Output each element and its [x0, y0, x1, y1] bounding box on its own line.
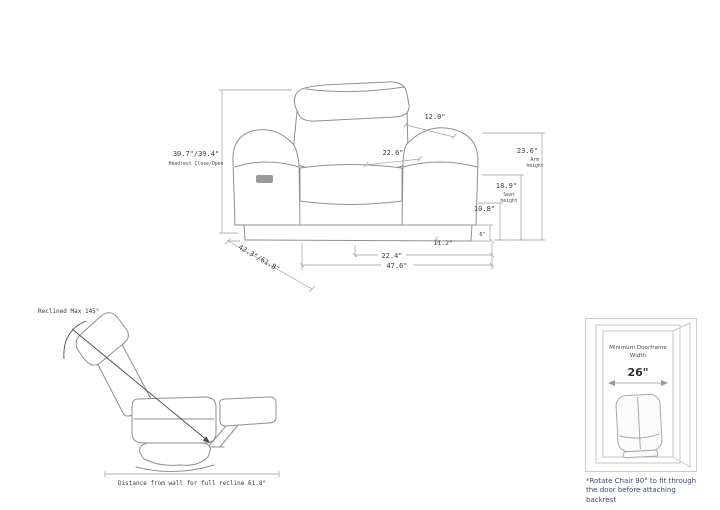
dim-overall-depth: 42.3"/61.8": [237, 243, 281, 273]
right-arm: [401, 127, 479, 226]
door-width-arrow: [608, 380, 668, 386]
wall-distance-line: [104, 471, 280, 477]
recline-headrest: [75, 312, 129, 366]
recline-angle-arrow: [63, 320, 210, 443]
dim-overall-height: 30.7"/39.4": [173, 150, 219, 158]
dim-arm-height-label-1: Arm: [531, 157, 540, 163]
recline-rocker: [135, 464, 215, 473]
right-arm-seam: [402, 161, 478, 168]
dim-seat-height-label-1: Seat: [503, 192, 515, 198]
seat-cushion: [299, 164, 403, 205]
chair-base: [623, 449, 659, 459]
recline-diagram: Reclined Max 145° Distance from wall for…: [38, 308, 280, 487]
recline-max-label: Reclined Max 145°: [38, 308, 99, 315]
recline-chair-drawing: [75, 312, 277, 473]
power-switch: [256, 175, 273, 183]
wall-distance-label: Distance from wall for full recline 61.8…: [118, 480, 266, 487]
dim-arm-height: 23.6": [517, 147, 538, 155]
left-arm-seam: [234, 161, 300, 168]
dimension-lines: [219, 89, 545, 293]
front-dimension-diagram: 30.7"/39.4" Headrest Close/Open 12.0" 22…: [169, 81, 545, 293]
recline-footrest: [219, 396, 277, 427]
door-title-line-1: Minimum Doorframe: [609, 345, 667, 351]
recline-base: [139, 442, 211, 466]
door-panel-open: [672, 322, 691, 468]
chair-seams: [619, 397, 660, 449]
doorframe-illustration: Minimum Doorframe Width 26": [595, 322, 691, 468]
dim-side: 11.2": [433, 239, 453, 247]
dim-seat-height-label-2: height: [500, 198, 517, 204]
dim-arm-height-label-2: height: [526, 163, 543, 169]
doorframe-note: *Rotate Chair 90° to fit through the doo…: [586, 477, 697, 504]
dim-headrest-depth: 12.0": [424, 113, 445, 121]
door-outer-frame: [595, 324, 681, 464]
headrest-seam: [305, 86, 405, 93]
chair-in-door-drawing: [615, 393, 663, 459]
dim-overall-height-label: Headrest Close/Open: [169, 161, 224, 167]
dim-seat-depth: 22.4": [381, 252, 402, 260]
dim-seat-height: 18.9": [496, 182, 517, 190]
door-title-line-2: Width: [630, 353, 647, 359]
dim-seat-width: 22.6": [382, 149, 403, 157]
doorframe-panel: Minimum Doorframe Width 26": [585, 318, 697, 472]
chair-front-drawing: [232, 81, 479, 242]
dim-back-seat: 10.8": [474, 205, 495, 213]
door-width-value: 26": [627, 366, 648, 379]
recline-seat-body: [131, 396, 217, 444]
dim-base: 6": [479, 232, 486, 238]
headrest: [294, 81, 410, 122]
dim-overall-width: 47.6": [386, 262, 407, 270]
door-frame-lines: [595, 322, 691, 468]
